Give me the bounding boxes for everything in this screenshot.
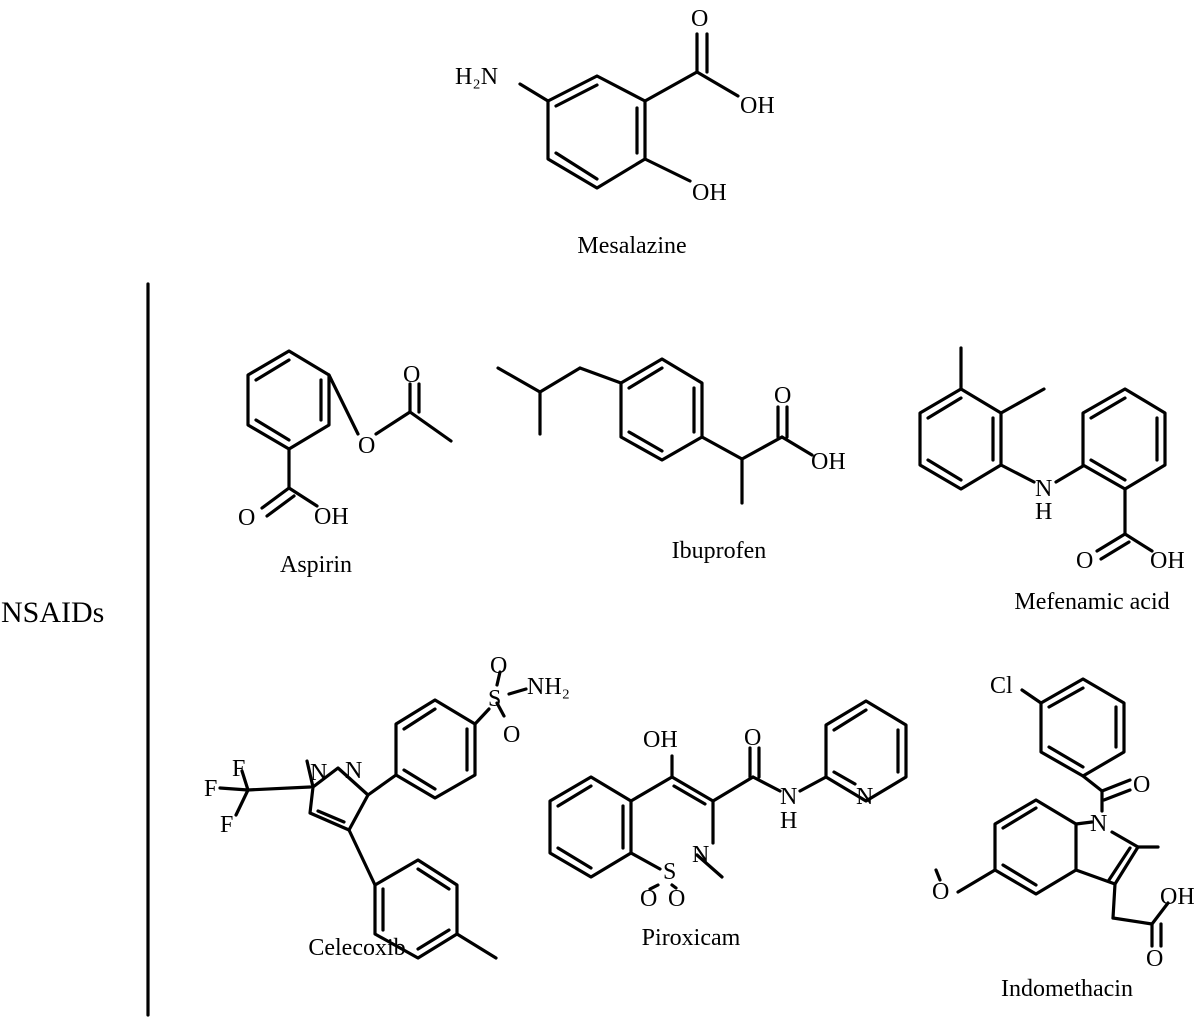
mefenamic-oh-label: OH: [1150, 548, 1185, 574]
aspirin-o-label: O: [238, 505, 255, 531]
aspirin-ester-o-label: O: [358, 433, 375, 459]
mefenamic-acid-structure: N H O OH: [918, 346, 1185, 574]
celecoxib-f1-label: F: [232, 756, 245, 782]
piroxicam-amide-h-label: H: [780, 808, 797, 834]
mesalazine-phenol-oh-label: OH: [692, 180, 727, 206]
aspirin-acetyl-o-label: O: [403, 362, 420, 388]
ibuprofen-o-label: O: [774, 383, 791, 409]
celecoxib-structure: N N F F F S O O NH₂: [204, 653, 570, 960]
celecoxib-s-label: S: [488, 686, 501, 712]
celecoxib-n1-label: N: [310, 760, 327, 786]
celecoxib-name: Celecoxib: [308, 935, 405, 961]
ibuprofen-name: Ibuprofen: [672, 538, 767, 564]
indomethacin-n-label: N: [1090, 811, 1107, 837]
ibuprofen-oh-label: OH: [811, 449, 846, 475]
indomethacin-name: Indomethacin: [1001, 976, 1133, 1002]
indomethacin-oh-label: OH: [1160, 884, 1195, 910]
mesalazine-o-label: O: [691, 6, 708, 32]
mesalazine-nh2-label: H₂N: [455, 64, 498, 90]
mesalazine-ring: [546, 74, 647, 190]
piroxicam-s-label: S: [663, 859, 676, 885]
piroxicam-ring-n-label: N: [692, 842, 709, 868]
indomethacin-ketone-o-label: O: [1133, 772, 1150, 798]
aspirin-structure: O OH O O: [238, 349, 453, 531]
indomethacin-ether-o-label: O: [932, 879, 949, 905]
celecoxib-f2-label: F: [204, 776, 217, 802]
mesalazine-name: Mesalazine: [577, 233, 686, 259]
piroxicam-o2-label: O: [668, 886, 685, 912]
celecoxib-nh2-label: NH₂: [527, 674, 570, 700]
indomethacin-structure: Cl O N O OH O: [932, 673, 1195, 972]
mefenamic-n-label: N: [1035, 476, 1052, 502]
aspirin-oh-label: OH: [314, 504, 349, 530]
piroxicam-amide-n-label: N: [780, 784, 797, 810]
celecoxib-o-top-label: O: [490, 653, 507, 679]
mefenamic-h-label: H: [1035, 499, 1052, 525]
mesalazine-oh-label: OH: [740, 93, 775, 119]
nsaids-label: NSAIDs: [1, 596, 104, 629]
celecoxib-n2-label: N: [345, 758, 362, 784]
piroxicam-structure: OH O N H N S N O O: [548, 699, 908, 912]
mesalazine-structure: H₂N O OH OH: [455, 6, 775, 206]
ibuprofen-structure: O OH: [496, 357, 846, 505]
mefenamic-acid-name: Mefenamic acid: [1014, 589, 1169, 615]
indomethacin-acid-o-label: O: [1146, 946, 1163, 972]
piroxicam-o1-label: O: [640, 886, 657, 912]
mefenamic-o-label: O: [1076, 548, 1093, 574]
piroxicam-oh-label: OH: [643, 727, 678, 753]
celecoxib-o-bottom-label: O: [503, 722, 520, 748]
piroxicam-name: Piroxicam: [642, 925, 741, 951]
indomethacin-cl-label: Cl: [990, 673, 1013, 699]
piroxicam-pyridine-n-label: N: [856, 784, 873, 810]
celecoxib-f3-label: F: [220, 812, 233, 838]
aspirin-name: Aspirin: [280, 552, 352, 578]
piroxicam-amide-o-label: O: [744, 725, 761, 751]
